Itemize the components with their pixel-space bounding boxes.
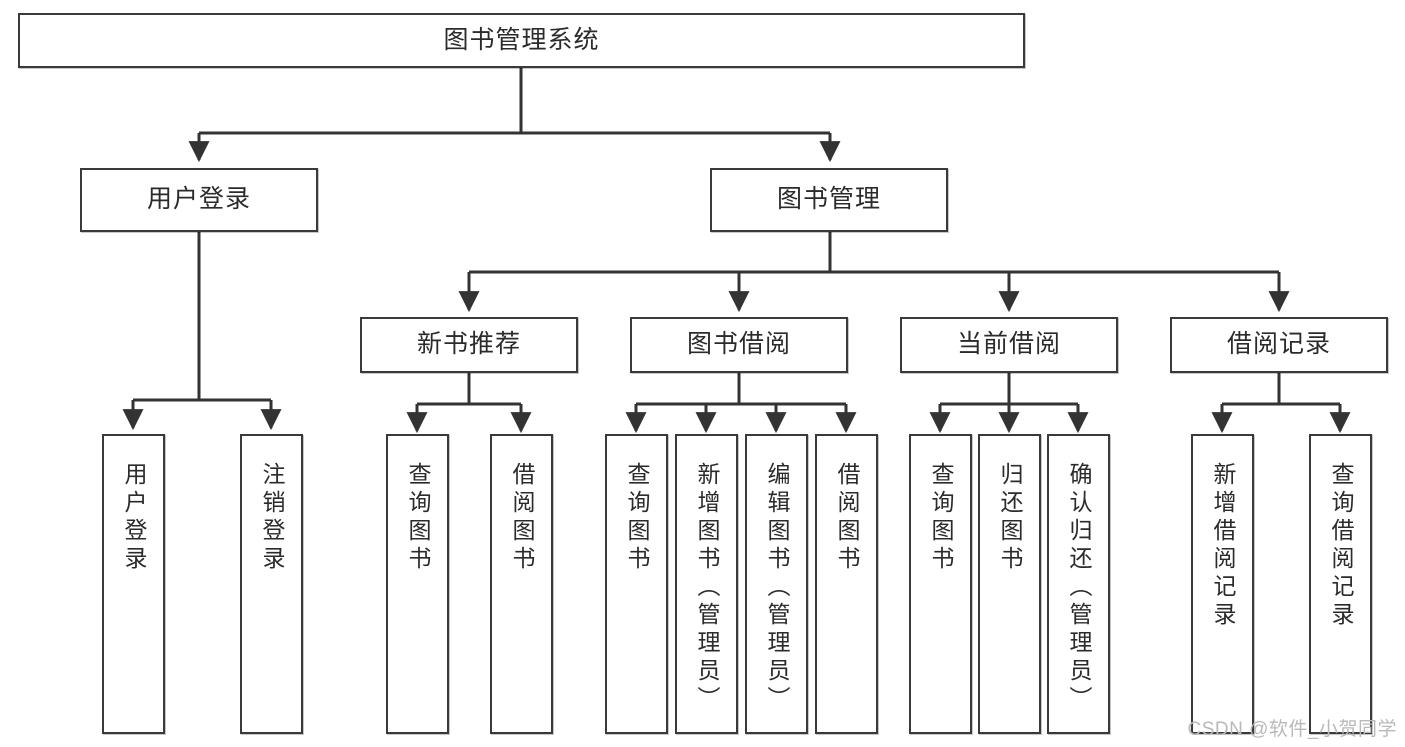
node-label: 用户登录	[121, 462, 147, 574]
node-label: 查询图书	[928, 462, 954, 574]
leaf-edit-book[interactable]: 编辑图书（管理员）	[745, 434, 808, 734]
leaf-borrow-book-2[interactable]: 借阅图书	[815, 434, 878, 734]
node-label: 图书管理	[776, 185, 881, 214]
node-label: 用户登录	[146, 185, 251, 214]
node-label: 查询借阅记录	[1328, 462, 1354, 630]
node-book-manage[interactable]: 图书管理	[710, 168, 948, 232]
leaf-add-record[interactable]: 新增借阅记录	[1191, 434, 1254, 734]
node-label: 注销登录	[259, 462, 285, 574]
node-label: 新书推荐	[416, 330, 521, 359]
csdn-watermark: CSDN @软件_小贺同学	[1187, 719, 1397, 740]
leaf-add-book[interactable]: 新增图书（管理员）	[675, 434, 738, 734]
node-label: 图书借阅	[686, 330, 791, 359]
node-label: 查询图书	[405, 462, 431, 574]
node-label: 新增借阅记录	[1210, 462, 1236, 630]
node-label: 归还图书	[997, 462, 1023, 574]
node-label: 确认归还（管理员）	[1066, 462, 1092, 714]
leaf-query-book-1[interactable]: 查询图书	[386, 434, 449, 734]
leaf-query-book-3[interactable]: 查询图书	[909, 434, 972, 734]
node-borrow-record[interactable]: 借阅记录	[1170, 317, 1388, 373]
leaf-logout[interactable]: 注销登录	[240, 434, 303, 734]
node-label: 图书管理系统	[443, 25, 600, 54]
node-label: 编辑图书（管理员）	[764, 462, 790, 714]
leaf-borrow-book-1[interactable]: 借阅图书	[490, 434, 553, 734]
node-current-borrow[interactable]: 当前借阅	[900, 317, 1118, 373]
node-label: 查询图书	[624, 462, 650, 574]
node-book-borrow[interactable]: 图书借阅	[630, 317, 848, 373]
leaf-confirm-return[interactable]: 确认归还（管理员）	[1047, 434, 1110, 734]
node-label: 新增图书（管理员）	[694, 462, 720, 714]
node-user-login[interactable]: 用户登录	[80, 168, 318, 232]
node-label: 当前借阅	[956, 330, 1061, 359]
leaf-return-book[interactable]: 归还图书	[978, 434, 1041, 734]
node-root-system[interactable]: 图书管理系统	[18, 13, 1025, 68]
node-label: 借阅记录	[1226, 330, 1331, 359]
node-label: 借阅图书	[834, 462, 860, 574]
leaf-query-book-2[interactable]: 查询图书	[605, 434, 668, 734]
node-new-book-rec[interactable]: 新书推荐	[360, 317, 578, 373]
leaf-query-record[interactable]: 查询借阅记录	[1309, 434, 1372, 734]
leaf-user-login[interactable]: 用户登录	[102, 434, 165, 734]
node-label: 借阅图书	[509, 462, 535, 574]
